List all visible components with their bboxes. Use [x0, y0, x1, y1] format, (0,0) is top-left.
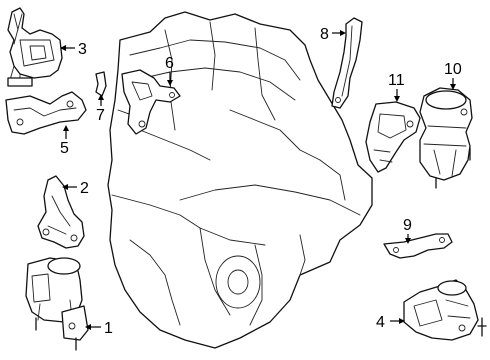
callout-label-4: 4: [376, 314, 385, 331]
callout-label-10: 10: [444, 61, 462, 78]
callout-5: 5: [60, 125, 69, 157]
callout-label-3: 3: [78, 41, 87, 58]
callout-4: 4: [376, 314, 405, 331]
callout-label-1: 1: [104, 320, 113, 337]
callout-label-11: 11: [388, 72, 405, 89]
callout-9: 9: [403, 217, 412, 244]
callout-2: 2: [62, 180, 89, 197]
callout-label-7: 7: [96, 107, 105, 124]
callout-3: 3: [60, 41, 87, 58]
callout-7: 7: [96, 94, 105, 124]
engine-mount-1: [25, 257, 89, 351]
mount-bracket-6: [121, 69, 181, 135]
clip-7: [95, 71, 107, 97]
callout-label-5: 5: [60, 140, 69, 157]
strut-bracket-8: [331, 17, 363, 109]
callout-1: 1: [85, 320, 113, 337]
callout-8: 8: [320, 26, 346, 43]
callout-label-8: 8: [320, 26, 329, 43]
engine-mount-bracket-3: [7, 7, 63, 87]
mount-bracket-2: [37, 175, 85, 249]
callout-label-9: 9: [403, 217, 412, 234]
mount-bracket-11: [365, 101, 421, 173]
callout-11: 11: [388, 72, 405, 102]
engine-assembly-outline: [107, 11, 373, 349]
callout-10: 10: [444, 61, 462, 90]
engine-mount-4: [403, 279, 487, 341]
callout-6: 6: [165, 55, 174, 86]
callout-label-2: 2: [80, 180, 89, 197]
callout-label-6: 6: [165, 55, 174, 72]
engine-mount-10: [419, 87, 473, 189]
mount-bracket-5: [5, 91, 87, 135]
bracket-bar-9: [383, 233, 453, 259]
